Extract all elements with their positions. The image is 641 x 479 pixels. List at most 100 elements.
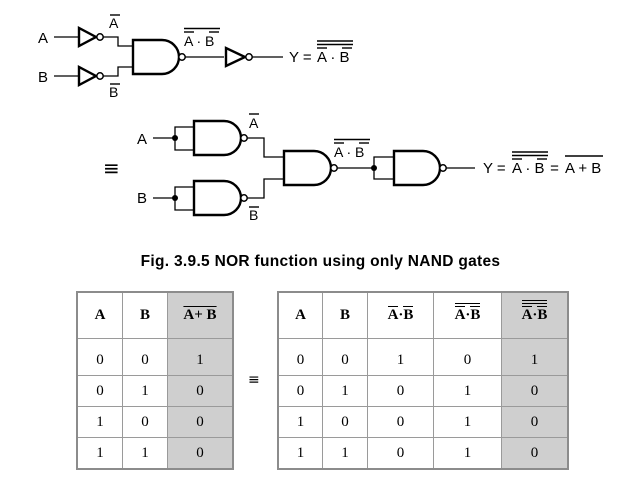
cell: 1 <box>167 338 234 376</box>
wire-mid-output-fork <box>373 156 393 180</box>
table-row: 0 1 0 1 0 <box>277 375 569 407</box>
table-row: 0 1 0 <box>76 375 234 407</box>
header-output-text: A·B <box>521 307 548 323</box>
header-a: A <box>277 291 323 339</box>
header-output: A·B <box>501 291 569 339</box>
top-inverter-b-bubble <box>96 72 104 80</box>
wire-mid-b-fork <box>174 186 193 211</box>
overline-b <box>470 306 481 307</box>
overline-full <box>454 303 481 304</box>
header-not-a-and-not-b-text: A·B <box>387 307 414 323</box>
cell: 1 <box>76 437 123 470</box>
cell: 1 <box>433 375 502 407</box>
cell: 1 <box>76 406 123 438</box>
wire-not-a <box>103 36 133 47</box>
circuit-equivalence-symbol: ≡ <box>103 156 120 180</box>
cell: 0 <box>167 375 234 407</box>
header-not-a-and-not-b: A·B <box>367 291 434 339</box>
wire-mid-a-fork <box>174 126 193 151</box>
top-input-b-label: B <box>38 69 48 86</box>
mid-nand-output-bubble <box>439 164 447 172</box>
header-not-a-and-not-b-wrap: A·B <box>387 306 414 324</box>
cell: 0 <box>322 338 368 376</box>
overline-full-1 <box>521 303 548 304</box>
mid-not-b-label: B <box>249 207 258 223</box>
mid-nand-gate-a <box>192 119 243 157</box>
cell: 0 <box>322 406 368 438</box>
top-input-a-label: A <box>38 30 48 47</box>
header-nor: A+ B <box>167 291 234 339</box>
table-header-row: A B A·B A·B A·B <box>277 291 569 339</box>
top-output-inverter <box>224 46 248 68</box>
header-nand-of-inverted-wrap: A·B <box>454 303 481 324</box>
top-not-b-label: B <box>109 84 118 100</box>
mid-output-prefix: Y = <box>483 160 510 177</box>
header-nor-text: A+ B <box>183 307 217 323</box>
cell: 0 <box>501 437 569 470</box>
cell: 0 <box>76 338 123 376</box>
mid-nand-combine-bubble <box>330 164 338 172</box>
mid-input-b-label: B <box>137 190 147 207</box>
cell: 1 <box>501 338 569 376</box>
mid-output-expression-2: A + B <box>565 160 601 177</box>
mid-nand-gate-b <box>192 179 243 217</box>
top-output-prefix: Y = <box>289 49 316 66</box>
overline-b <box>537 306 548 307</box>
cell: 0 <box>501 406 569 438</box>
top-not-a-label: A <box>109 15 119 31</box>
cell: 1 <box>277 406 323 438</box>
header-nand-of-inverted-text: A·B <box>454 307 481 323</box>
header-output-wrap: A·B <box>521 300 548 324</box>
table-header-row: A B A+ B <box>76 291 234 339</box>
cell: 1 <box>433 406 502 438</box>
top-nand-bubble <box>178 53 186 61</box>
top-nand-gate <box>131 38 181 76</box>
table-row: 1 0 0 <box>76 406 234 438</box>
mid-nand-b-bubble <box>240 194 248 202</box>
mid-nand-gate-combine <box>282 149 333 187</box>
header-b: B <box>122 291 168 339</box>
cell: 0 <box>367 437 434 470</box>
cell: 1 <box>322 375 368 407</box>
mid-output-expression-1: A · B <box>512 160 545 177</box>
top-inverter-a-bubble <box>96 33 104 41</box>
cell: 0 <box>277 375 323 407</box>
mid-output-equals: = <box>546 160 563 177</box>
overline-a <box>521 306 532 307</box>
mid-nand-out-label: A · B <box>334 144 364 160</box>
cell: 1 <box>367 338 434 376</box>
cell: 1 <box>122 375 168 407</box>
nand-only-circuit: A B A B A · B Y = A · B <box>137 113 603 223</box>
table-row: 0 0 1 0 1 <box>277 338 569 376</box>
cell: 0 <box>367 375 434 407</box>
cell: 1 <box>322 437 368 470</box>
cell: 0 <box>122 338 168 376</box>
nand-truth-table: A B A·B A·B A·B <box>277 291 569 470</box>
mid-nand-gate-output <box>392 149 442 187</box>
wire-mid-not-a <box>247 137 283 158</box>
top-output-inverter-bubble <box>245 53 253 61</box>
header-nand-of-inverted: A·B <box>433 291 502 339</box>
top-inverter-b <box>77 65 99 87</box>
table-row: 1 1 0 1 0 <box>277 437 569 470</box>
cell: 0 <box>76 375 123 407</box>
mid-input-a-label: A <box>137 131 147 148</box>
logic-circuit-diagram: A B A B A · B Y = A · B ≡ <box>38 14 603 223</box>
table-row: 1 0 0 1 0 <box>277 406 569 438</box>
cell: 0 <box>167 437 234 470</box>
overline-b <box>403 306 414 307</box>
cell: 0 <box>367 406 434 438</box>
nor-truth-table: A B A+ B 0 0 1 0 1 0 1 0 0 1 1 0 <box>76 291 234 470</box>
wire-mid-not-b <box>247 178 283 199</box>
table-row: 1 1 0 <box>76 437 234 470</box>
cell: 0 <box>277 338 323 376</box>
cell: 0 <box>122 406 168 438</box>
top-circuit: A B A B A · B Y = A · B <box>38 14 353 100</box>
mid-nand-a-bubble <box>240 134 248 142</box>
cell: 1 <box>122 437 168 470</box>
overline-a <box>387 306 398 307</box>
top-inverter-a <box>77 26 99 48</box>
table-row: 0 0 1 <box>76 338 234 376</box>
top-nand-out-label: A · B <box>184 33 214 49</box>
overline-full-2 <box>521 300 548 301</box>
